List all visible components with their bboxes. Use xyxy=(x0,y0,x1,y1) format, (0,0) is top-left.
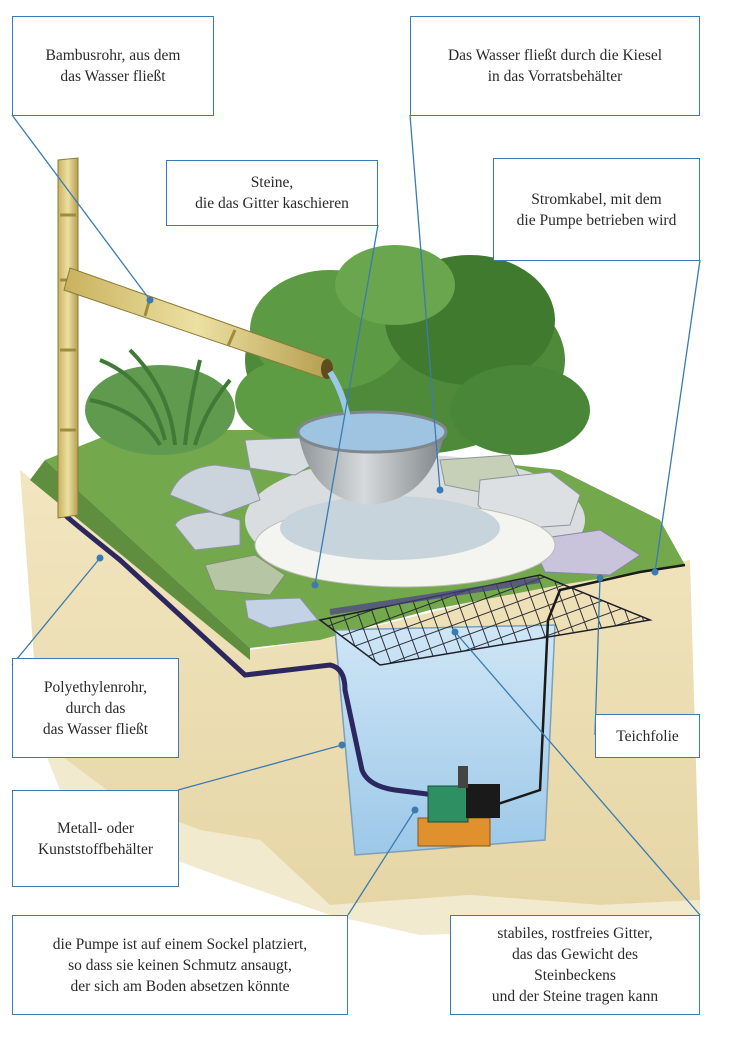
label-line: die das Gitter kaschieren xyxy=(195,195,349,212)
stone-bowl xyxy=(296,410,448,505)
polyethylene-pipe xyxy=(62,512,438,798)
label-line: Steine, xyxy=(250,174,294,191)
label-line: Teichfolie xyxy=(616,727,679,745)
label-line: das Wasser fließt xyxy=(42,720,149,738)
label-polyethylene-pipe: Polyethylenrohr, durch das das Wasser flie… xyxy=(12,658,179,758)
label-line: Bambusrohr, aus dem xyxy=(45,47,181,64)
leader-dots xyxy=(96,296,659,814)
bamboo-spout xyxy=(57,157,353,519)
label-bamboo-pipe: Bambusrohr, aus dem das Wasser fließt xyxy=(12,16,214,116)
label-line: so dass sie keinen Schmutz ansaugt, xyxy=(68,956,292,974)
label-stones: Steine, die das Gitter kaschieren xyxy=(166,160,378,226)
label-line: Das Wasser fließt durch die Kiesel xyxy=(447,47,663,64)
label-line: in das Vorratsbehälter xyxy=(487,68,623,85)
label-line: Metall- oder xyxy=(56,819,135,837)
label-line: durch das xyxy=(65,699,126,717)
support-grid xyxy=(318,574,653,666)
label-grid: stabiles, rostfreies Gitter, das das Gewi… xyxy=(450,915,700,1015)
label-line: stabiles, rostfreies Gitter, xyxy=(497,925,653,942)
pump-on-plinth xyxy=(417,766,500,847)
label-power-cable: Stromkabel, mit dem die Pumpe betrieben w… xyxy=(493,158,700,261)
label-line: der sich am Boden absetzen könnte xyxy=(70,977,290,995)
label-line: Polyethylenrohr, xyxy=(43,678,148,696)
label-line: Kunststoffbehälter xyxy=(37,840,154,858)
label-line: die Pumpe betrieben wird xyxy=(516,211,677,229)
label-line: das das Gewicht des xyxy=(511,946,639,963)
label-pebbles: Das Wasser fließt durch die Kiesel in das… xyxy=(410,16,700,116)
label-line: die Pumpe ist auf einem Sockel platziert… xyxy=(52,935,308,953)
label-line: und der Steine tragen kann xyxy=(491,988,659,1005)
label-line: das Wasser fließt xyxy=(60,68,166,85)
leader-lines xyxy=(11,114,701,916)
label-line: Stromkabel, mit dem xyxy=(531,190,662,208)
label-pump: die Pumpe ist auf einem Sockel platziert… xyxy=(12,915,348,1015)
label-line: Steinbeckens xyxy=(534,967,616,984)
label-pond-liner: Teichfolie xyxy=(595,714,700,758)
